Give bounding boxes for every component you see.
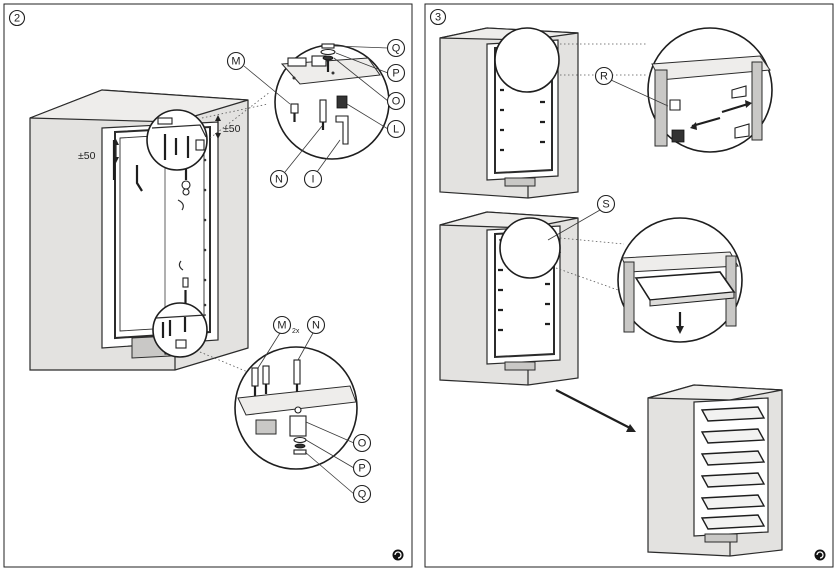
callout-bottom-M: M 2x <box>257 315 300 369</box>
bottom-detail-circle <box>152 302 208 358</box>
shelf-detail-zoom <box>617 217 743 343</box>
top-detail-circle <box>146 109 208 171</box>
adjust-arrow-left <box>113 139 119 163</box>
svg-text:Q: Q <box>392 43 401 55</box>
callout-R: R <box>594 66 669 107</box>
svg-text:P: P <box>358 463 365 475</box>
panel-step-3: 3 <box>424 3 834 568</box>
callout-bottom-Q: Q <box>304 451 372 504</box>
svg-text:N: N <box>312 320 320 332</box>
step-number: 2 <box>14 13 20 25</box>
svg-text:O: O <box>358 438 367 450</box>
page-continue-icon <box>814 549 826 561</box>
svg-text:M: M <box>231 56 240 68</box>
shelf-circle <box>499 217 561 279</box>
svg-text:R: R <box>600 71 608 83</box>
step-number-badge: 2 <box>8 9 26 27</box>
panel-frame <box>424 3 834 568</box>
svg-text:N: N <box>275 174 283 186</box>
svg-text:I: I <box>311 174 314 186</box>
callout-L: L <box>346 103 406 139</box>
adjust-label-left: ±50 <box>78 150 96 162</box>
step-number-badge: 3 <box>429 8 447 26</box>
svg-text:P: P <box>392 68 399 80</box>
callout-S: S <box>547 194 616 241</box>
callout-N: N <box>269 125 323 189</box>
panel-frame <box>3 3 413 568</box>
callout-M: M <box>226 51 291 105</box>
step-number: 3 <box>435 12 441 24</box>
panel-step-2: 2 <box>3 3 413 568</box>
svg-text:S: S <box>602 199 609 211</box>
quantity-label: 2x <box>292 328 300 335</box>
callout-bottom-O: O <box>305 421 372 453</box>
shelf-stack <box>700 406 766 530</box>
svg-text:O: O <box>392 96 401 108</box>
shelf-holes <box>203 158 207 307</box>
page-continue-icon <box>392 549 404 561</box>
cabinet-final <box>647 384 783 557</box>
bottom-hinge-zoom <box>234 346 358 470</box>
direction-arrow <box>555 389 636 432</box>
callout-O: O <box>333 57 406 111</box>
screw-assembly-bottom <box>182 277 189 305</box>
callout-I: I <box>303 139 341 189</box>
svg-text:L: L <box>393 124 399 136</box>
callout-Q: Q <box>333 38 406 58</box>
svg-text:M: M <box>277 320 286 332</box>
clip-detail-zoom <box>647 27 773 153</box>
adjust-arrow-right <box>215 115 221 139</box>
cabinet-body <box>29 89 249 371</box>
top-clip-circle <box>494 27 560 93</box>
svg-text:Q: Q <box>358 489 367 501</box>
callout-bottom-N: N <box>297 315 326 361</box>
callout-P: P <box>335 52 406 83</box>
callout-bottom-P: P <box>305 439 372 478</box>
adjust-label-right: ±50 <box>223 123 241 135</box>
top-hinge-zoom <box>274 43 390 160</box>
